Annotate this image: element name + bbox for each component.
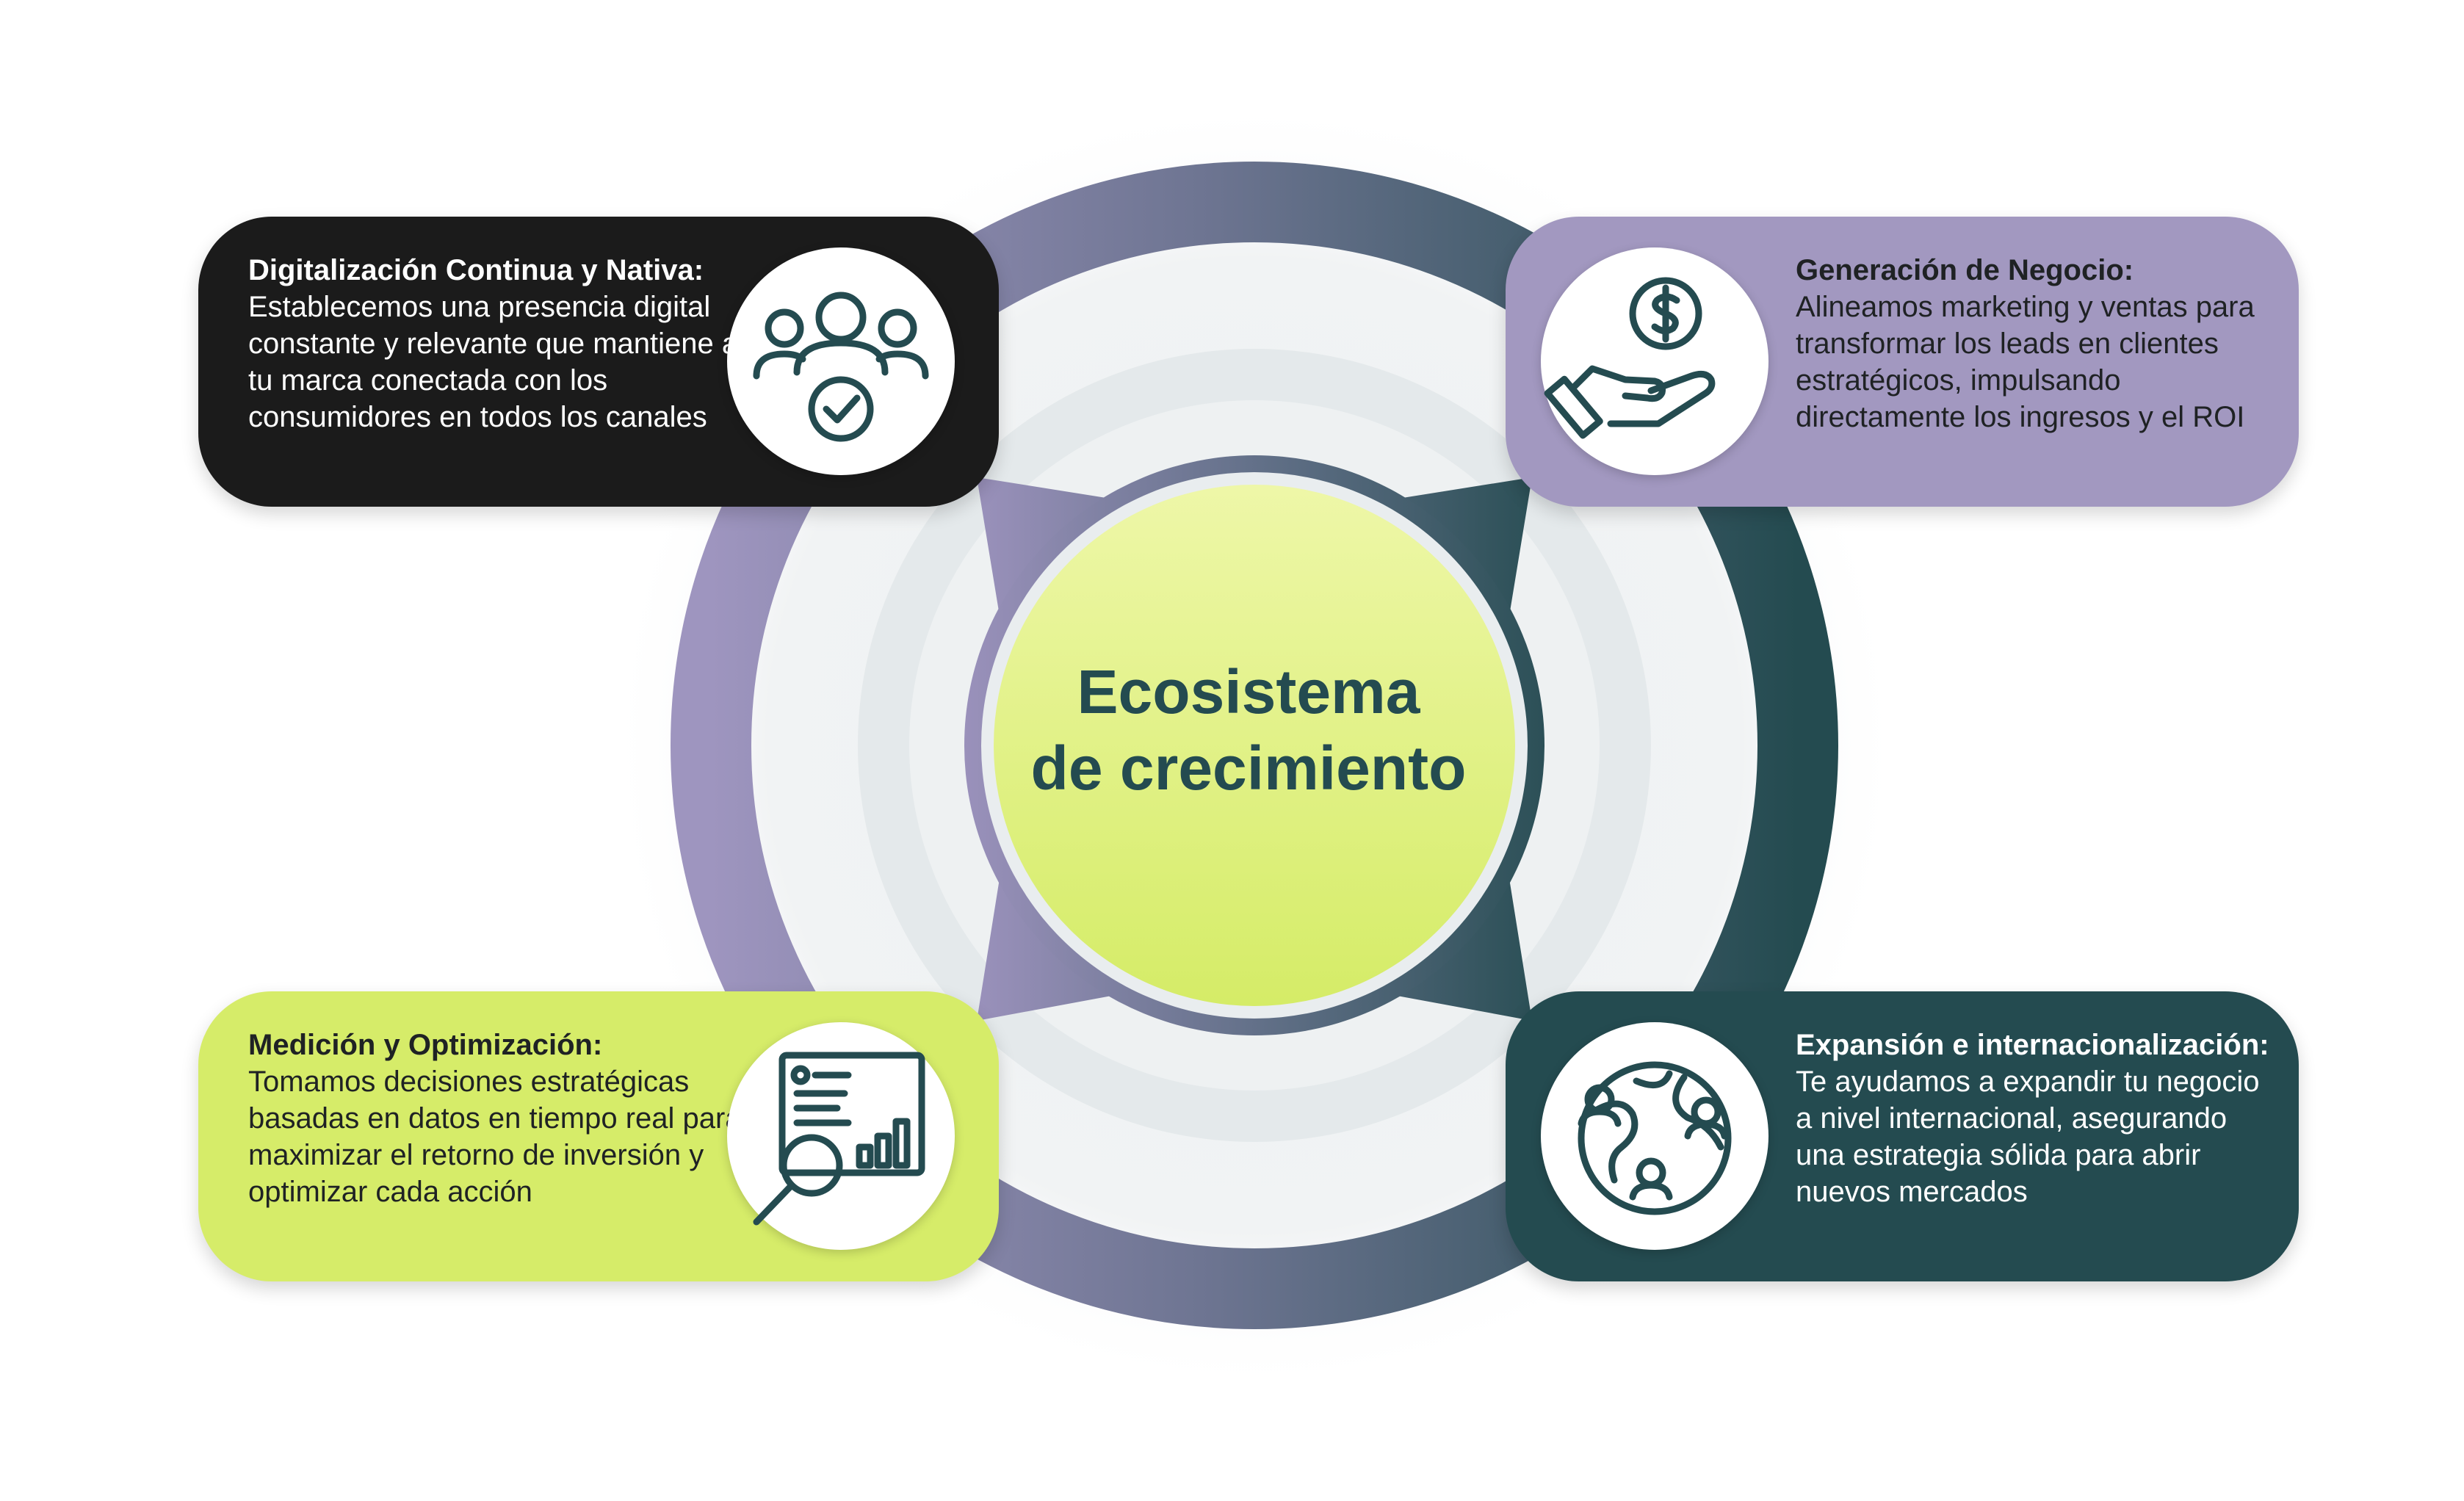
- globe-people-icon: [1541, 1022, 1768, 1250]
- card-body: Tomamos decisiones estratégicas basadas …: [248, 1066, 742, 1208]
- card-text: Digitalización Continua y Nativa: Establ…: [248, 252, 762, 435]
- card-body: Establecemos una presencia digital const…: [248, 291, 739, 433]
- card-expansion: Expansión e internacionalización: Te ayu…: [1506, 991, 2299, 1281]
- card-title: Medición y Optimización:: [248, 1029, 603, 1061]
- center-title-line2: de crecimiento: [1030, 734, 1467, 803]
- center-core: [994, 485, 1515, 1006]
- card-body: Alineamos marketing y ventas para transf…: [1796, 291, 2255, 433]
- card-text: Expansión e internacionalización: Te ayu…: [1796, 1027, 2280, 1210]
- card-title: Generación de Negocio:: [1796, 254, 2134, 286]
- card-title: Digitalización Continua y Nativa:: [248, 254, 704, 286]
- card-text: Generación de Negocio: Alineamos marketi…: [1796, 252, 2280, 435]
- report-magnifier-icon: [727, 1022, 955, 1250]
- hand-dollar-icon: [1541, 247, 1768, 475]
- users-check-icon: [727, 247, 955, 475]
- card-generacion-negocio: Generación de Negocio: Alineamos marketi…: [1506, 217, 2299, 507]
- card-medicion: Medición y Optimización: Tomamos decisio…: [198, 991, 999, 1281]
- card-text: Medición y Optimización: Tomamos decisio…: [248, 1027, 762, 1210]
- center-title: Ecosistema de crecimiento: [991, 654, 1506, 806]
- card-body: Te ayudamos a expandir tu negocio a nive…: [1796, 1066, 2260, 1208]
- card-title: Expansión e internacionalización:: [1796, 1029, 2269, 1061]
- center-title-line1: Ecosistema: [1077, 657, 1420, 726]
- card-digitalizacion: Digitalización Continua y Nativa: Establ…: [198, 217, 999, 507]
- outer-ring: [671, 162, 1838, 1329]
